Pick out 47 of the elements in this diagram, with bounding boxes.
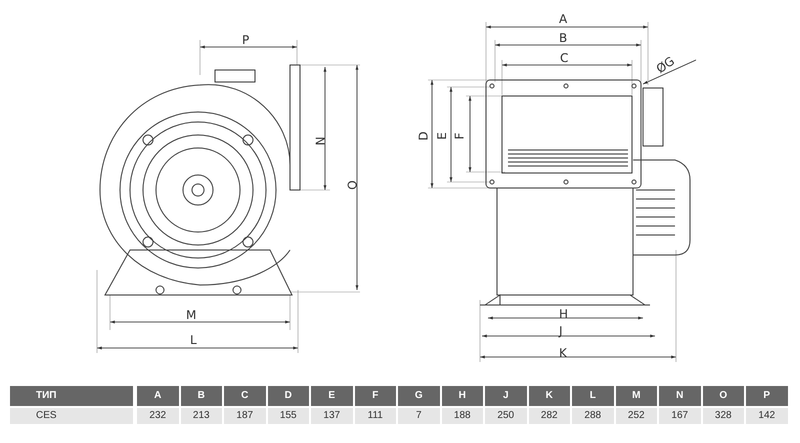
table-cell: CES (10, 408, 133, 424)
table-cell: 250 (485, 408, 526, 424)
table-cell: 187 (224, 408, 266, 424)
table-header-cell: E (311, 386, 352, 406)
table-cell: 142 (746, 408, 788, 424)
table-header-cell: G (398, 386, 440, 406)
table-header-cell: J (485, 386, 526, 406)
table-header-cell: D (268, 386, 309, 406)
dimension-label: B (559, 31, 568, 45)
dimension-label: H (559, 307, 568, 321)
table-cell: 7 (398, 408, 440, 424)
dimension-label: E (434, 132, 449, 140)
table-cell: 137 (311, 408, 352, 424)
table-header-cell: K (528, 386, 570, 406)
table-cell: 252 (616, 408, 657, 424)
table-cell: 167 (659, 408, 700, 424)
dimension-label: L (190, 333, 197, 347)
dimension-label: O (346, 180, 360, 190)
dimension-label: C (560, 51, 568, 65)
table-header-cell: C (224, 386, 266, 406)
table-header-cell: L (572, 386, 614, 406)
table-cell: 111 (354, 408, 396, 424)
dimension-label: N (314, 136, 328, 146)
dimension-label: ØG (654, 54, 678, 76)
dimension-label: K (559, 346, 567, 360)
dimension-label: A (559, 12, 568, 26)
table-cell: 328 (702, 408, 744, 424)
table-header-cell: N (659, 386, 700, 406)
table-header-cell: P (746, 386, 788, 406)
dimension-label: M (186, 308, 196, 322)
table-cell: 213 (180, 408, 222, 424)
table-header-cell: ТИП (10, 386, 133, 406)
table-header-cell: B (180, 386, 222, 406)
dimension-label: F (452, 132, 466, 140)
table-cell: 288 (572, 408, 614, 424)
dimension-label: J (559, 324, 563, 338)
table-header-cell: M (616, 386, 657, 406)
dimension-label: D (416, 131, 431, 141)
table-header-cell: A (137, 386, 178, 406)
table-cell: 188 (442, 408, 483, 424)
table-header-cell: F (354, 386, 396, 406)
table-cell: 155 (268, 408, 309, 424)
table-cell: 282 (528, 408, 570, 424)
table-cell: 232 (137, 408, 178, 424)
table-header-cell: O (702, 386, 744, 406)
dimension-label: P (242, 33, 250, 47)
table-header-cell: H (442, 386, 483, 406)
